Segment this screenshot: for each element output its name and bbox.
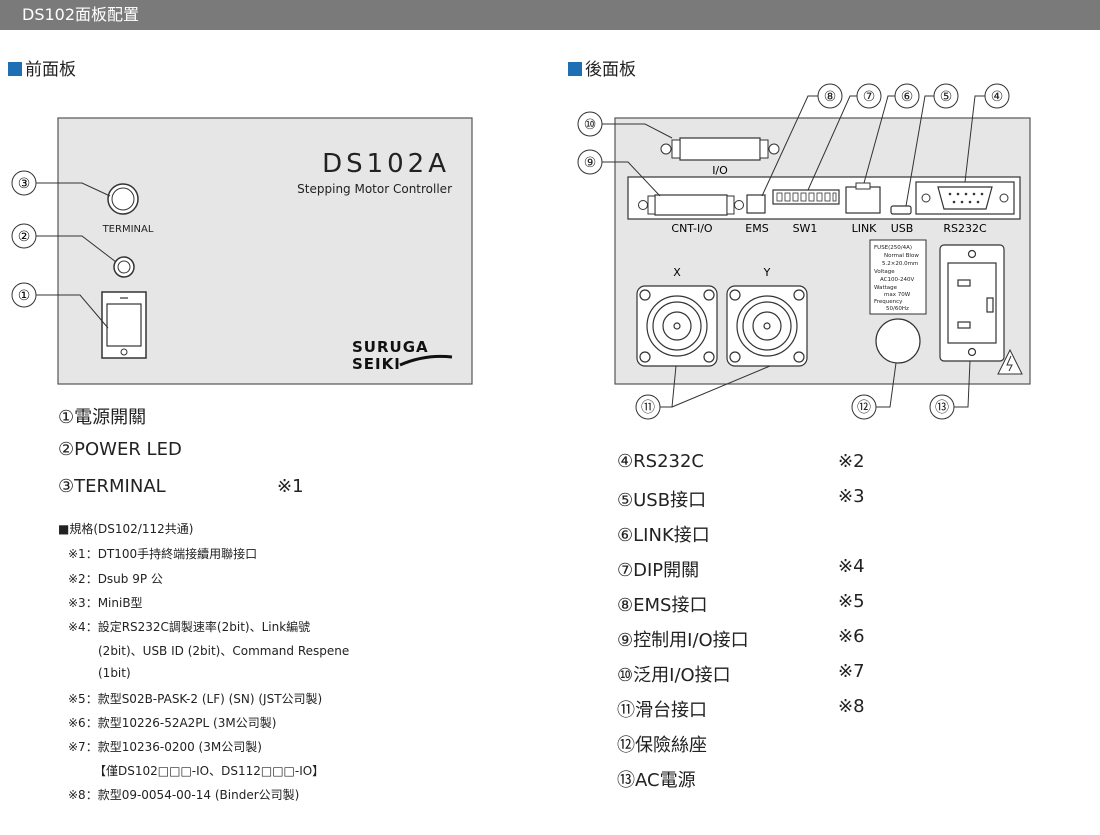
high-voltage-warning-icon [997, 348, 1023, 375]
list-item: ⑥LINK接口 [617, 525, 710, 546]
list-item: ⑧EMS接口 [617, 595, 708, 616]
list-item-note: ※3 [838, 486, 865, 507]
fuse-label-plate [869, 239, 927, 315]
callout-9: ⑨ [584, 155, 597, 171]
list-item: ⑬AC電源 [617, 770, 696, 791]
spec-line: ※2：Dsub 9P 公 [68, 572, 163, 586]
spec-line: ※8：款型09-0054-00-14 (Binder公司製) [68, 788, 300, 802]
cnt-io-label: CNT-I/O [671, 222, 713, 235]
io-connector [679, 137, 761, 161]
spec-line: ※4：設定RS232C調製速率(2bit)、Link編號 [68, 620, 311, 634]
terminal-label: TERMINAL [102, 224, 154, 235]
svg-text:50/60Hz: 50/60Hz [886, 306, 909, 312]
spec-line: ※1：DT100手持終端接續用聯接口 [68, 547, 258, 561]
front-panel-heading: 前面板 [8, 55, 76, 80]
sw1-label: SW1 [793, 222, 818, 235]
link-label: LINK [852, 222, 878, 235]
spec-line: ※3：MiniB型 [68, 596, 143, 610]
list-item-note: ※4 [838, 556, 865, 577]
callout-3: ③ [18, 176, 31, 192]
list-item: ⑩泛用I/O接口 [617, 665, 731, 686]
front-panel-title: 前面板 [25, 60, 76, 80]
y-axis-connector [726, 285, 808, 367]
list-item: ②POWER LED [58, 439, 182, 460]
callout-5: ⑤ [940, 89, 953, 105]
model-subtitle: Stepping Motor Controller [297, 182, 452, 196]
rs232c-label: RS232C [943, 222, 987, 235]
blue-square-icon [568, 62, 582, 76]
usb-connector [890, 205, 912, 215]
svg-text:Voltage: Voltage [874, 269, 895, 275]
spec-line: (1bit) [98, 666, 131, 680]
brand-logo-line1: SURUGA [352, 338, 429, 356]
spec-line: (2bit)、USB ID (2bit)、Command Respene [98, 644, 350, 658]
model-name: DS102A [322, 149, 450, 179]
callout-2: ② [18, 229, 31, 245]
callout-6: ⑥ [901, 89, 914, 105]
x-axis-connector [636, 285, 718, 367]
list-item-note: ※8 [838, 696, 865, 717]
brand-logo-line2: SEIKI [352, 355, 401, 373]
svg-text:Frequency: Frequency [874, 299, 903, 305]
list-item-note: ※7 [838, 661, 865, 682]
list-item-note: ※6 [838, 626, 865, 647]
ems-label: EMS [745, 222, 768, 235]
rear-panel-diagram: I/O CNT-I/O EMS SW1 LINK USB [577, 83, 1031, 420]
cnt-io-connector [654, 194, 728, 216]
svg-text:AC100-240V: AC100-240V [880, 277, 914, 283]
spec-line: ※7：款型10236-0200 (3M公司製) [68, 740, 262, 754]
x-axis-label: X [673, 266, 681, 279]
svg-text:Normal Blow: Normal Blow [884, 253, 919, 259]
svg-text:Wattage: Wattage [874, 285, 898, 291]
callout-1: ① [18, 288, 31, 304]
io-label: I/O [712, 164, 728, 177]
rear-panel-title: 後面板 [585, 60, 636, 80]
list-item: ⑨控制用I/O接口 [617, 630, 749, 651]
callout-11: ⑪ [641, 400, 655, 416]
link-connector [845, 186, 881, 214]
svg-text:FUSE(250/4A): FUSE(250/4A) [874, 245, 912, 251]
page-title: DS102面板配置 [22, 5, 140, 24]
callout-12: ⑫ [857, 400, 871, 416]
svg-text:5.2×20.0mm: 5.2×20.0mm [882, 261, 918, 267]
spec-line: 【僅DS102□□□-IO、DS112□□□-IO】 [94, 764, 325, 778]
callout-13: ⑬ [935, 400, 949, 416]
blue-square-icon [8, 62, 22, 76]
list-item-note: ※1 [277, 476, 304, 497]
ems-connector [746, 194, 766, 214]
list-item: ④RS232C [617, 451, 704, 472]
list-item: ⑤USB接口 [617, 490, 707, 511]
front-panel-diagram: DS102A Stepping Motor Controller TERMINA… [11, 117, 473, 385]
svg-text:max 70W: max 70W [884, 292, 911, 298]
list-item-note: ※5 [838, 591, 865, 612]
callout-leader-lines [602, 95, 985, 408]
list-item: ③TERMINAL [58, 476, 166, 497]
list-item: ⑦DIP開關 [617, 560, 700, 581]
list-item: ⑪滑台接口 [617, 700, 707, 721]
brand-logo-swoosh [399, 354, 453, 367]
list-item-note: ※2 [838, 451, 865, 472]
fuse-label-text: FUSE(250/4A) Normal Blow 5.2×20.0mm Volt… [874, 245, 919, 312]
ac-inlet [939, 244, 1005, 362]
fuse-holder [875, 318, 921, 364]
page-title-bar: DS102面板配置 [0, 0, 1100, 30]
spec-title: ■規格(DS102/112共通) [58, 522, 194, 536]
callout-4: ④ [991, 89, 1004, 105]
spec-line: ※6：款型10226-52A2PL (3M公司製) [68, 716, 277, 730]
rear-panel-heading: 後面板 [568, 55, 636, 80]
list-item: ①電源開關 [58, 407, 147, 428]
callout-7: ⑦ [863, 89, 876, 105]
callout-8: ⑧ [824, 89, 837, 105]
callout-10: ⑩ [584, 117, 597, 133]
list-item: ⑫保險絲座 [617, 735, 707, 756]
spec-line: ※5：款型S02B-PASK-2 (LF) (SN) (JST公司製) [68, 692, 323, 706]
y-axis-label: Y [763, 266, 771, 279]
usb-label: USB [891, 222, 914, 235]
